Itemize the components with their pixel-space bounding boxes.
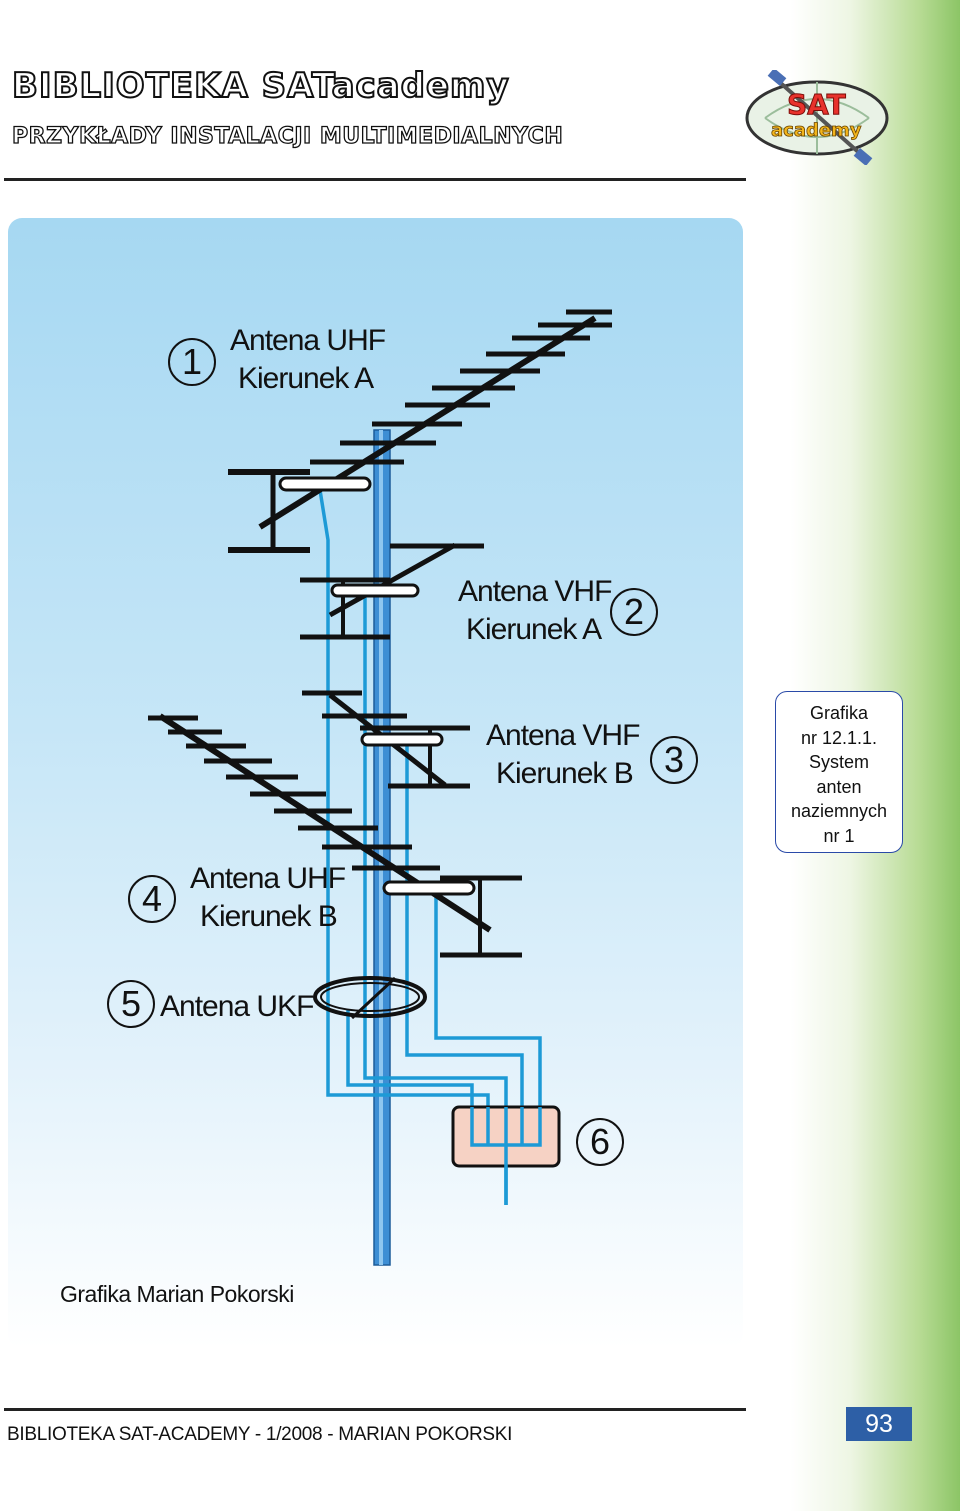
header-title: BIBLIOTEKA SATacademy [11,65,510,107]
footer-rule [4,1408,746,1411]
logo-sat-text: SAT [787,88,846,121]
caption-line6: nr 1 [823,825,855,846]
caption-line4: anten [816,776,862,797]
logo-academy-text: academy [771,120,862,141]
label-ant4-line1: Antena UHF [190,862,346,895]
label-ant4-line2: Kierunek B [200,900,338,933]
caption-line2: nr 12.1.1. [800,727,878,748]
antenna-uhf-a [228,309,612,553]
label-ant3-line1: Antena VHF [486,719,640,752]
label-ant2-line2: Kierunek A [466,613,602,646]
caption-line3: System [808,752,869,772]
label-ant5-line1: Antena UKF [160,990,314,1023]
antenna-ukf [313,976,427,1020]
label-ant3-line2: Kierunek B [496,757,634,790]
antenna-uhf-b [148,713,522,958]
caption-line1: Grafika [809,703,869,723]
antenna-vhf-b [302,690,470,789]
footer-text: BIBLIOTEKA SAT-ACADEMY - 1/2008 - MARIAN… [7,1424,513,1445]
label-number-4: 4 [128,875,176,923]
antenna-vhf-a [300,542,484,640]
label-number-2: 2 [610,588,658,636]
page-number-badge: 93 [846,1407,912,1441]
sat-academy-logo: SAT academy [745,70,889,165]
label-number-3: 3 [650,736,698,784]
header-rule [4,178,746,181]
label-number-1: 1 [168,338,216,386]
figure-caption: Grafika nr 12.1.1. System anten naziemny… [775,691,903,853]
label-number-5: 5 [107,980,155,1028]
graphic-credit: Grafika Marian Pokorski [60,1281,294,1307]
label-ant1-line1: Antena UHF [230,324,386,357]
label-ant1-line2: Kierunek A [238,362,374,395]
header-subtitle: PRZYKŁADY INSTALACJI MULTIMEDIALNYCH [11,123,564,149]
label-ant2-line1: Antena VHF [458,575,612,608]
label-number-6: 6 [576,1118,624,1166]
caption-line5: naziemnych [790,801,888,821]
